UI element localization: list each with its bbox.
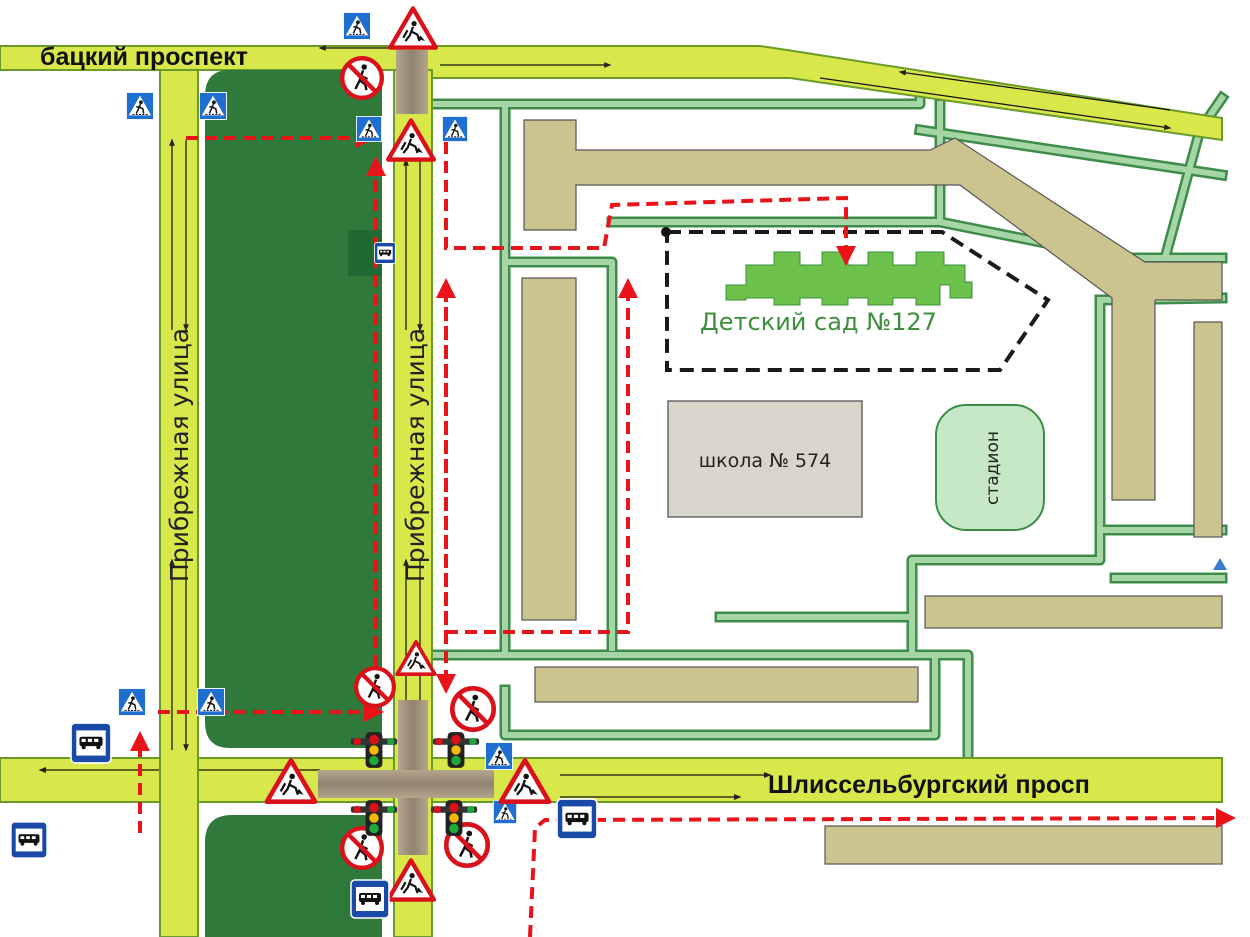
- road-repair-zones: [318, 50, 494, 855]
- triangle-marker-icon: [1213, 558, 1227, 570]
- road-shlisselburgsky: Шлиссельбургский просп: [0, 757, 1223, 803]
- no-pedestrians-icon: [356, 668, 394, 706]
- bus-stop-icon: [10, 821, 48, 859]
- crosswalk-sign-icon: [342, 12, 372, 40]
- block-walkways-inner: [432, 92, 1227, 773]
- no-pedestrians-icon: [452, 688, 493, 729]
- crosswalk-sign-icon: [196, 688, 226, 716]
- parks: [205, 70, 382, 937]
- label-pribrezhnaya-west: Прибрежная улица: [165, 328, 194, 582]
- label-shlisselburgsky: Шлиссельбургский просп: [768, 771, 1090, 799]
- label-top-prospect: бацкий проспект: [40, 43, 248, 71]
- crosswalk-sign-icon: [117, 688, 147, 716]
- kindergarten: Детский сад №127: [661, 227, 1051, 372]
- kindergarten-building: [725, 251, 973, 306]
- road-works-icon: [390, 8, 436, 47]
- road-top-prospect: бацкий проспект: [0, 43, 1223, 142]
- kindergarten-outline: [665, 230, 1051, 372]
- crosswalk-sign-icon: [355, 116, 383, 142]
- crosswalk-sign-icon: [441, 116, 469, 142]
- bus-stop-icon: [70, 722, 112, 764]
- building-southeast: [924, 595, 1223, 629]
- no-pedestrians-icon: [342, 58, 382, 98]
- kindergarten-outline-start: [661, 227, 671, 237]
- repair-north: [396, 50, 428, 114]
- bus-stop-icon: [374, 241, 396, 265]
- buildings: [521, 119, 1223, 865]
- kindergarten-label: Детский сад №127: [700, 308, 937, 336]
- building-long-north: [523, 119, 1223, 501]
- bus-stop-icon: [556, 798, 598, 840]
- building-bottom-right: [824, 825, 1223, 865]
- repair-horizontal: [318, 770, 494, 798]
- building-west: [521, 277, 577, 621]
- park-north: [205, 70, 382, 748]
- school-label: школа № 574: [699, 450, 831, 472]
- road-pribrezhnaya-west: Прибрежная улица: [159, 69, 199, 937]
- crosswalk-sign-icon: [198, 92, 228, 120]
- crosswalk-sign-icon: [125, 92, 155, 120]
- school: школа № 574: [667, 400, 863, 518]
- stadium-label: стадион: [983, 431, 1003, 505]
- park-south: [205, 815, 382, 937]
- building-east: [1193, 321, 1223, 538]
- stadium: стадион: [935, 404, 1045, 531]
- label-pribrezhnaya-east: Прибрежная улица: [401, 328, 430, 582]
- bus-stop-icon: [350, 879, 390, 919]
- crosswalk-sign-icon: [484, 742, 514, 770]
- building-south: [534, 666, 919, 703]
- safe-route: [130, 128, 1236, 937]
